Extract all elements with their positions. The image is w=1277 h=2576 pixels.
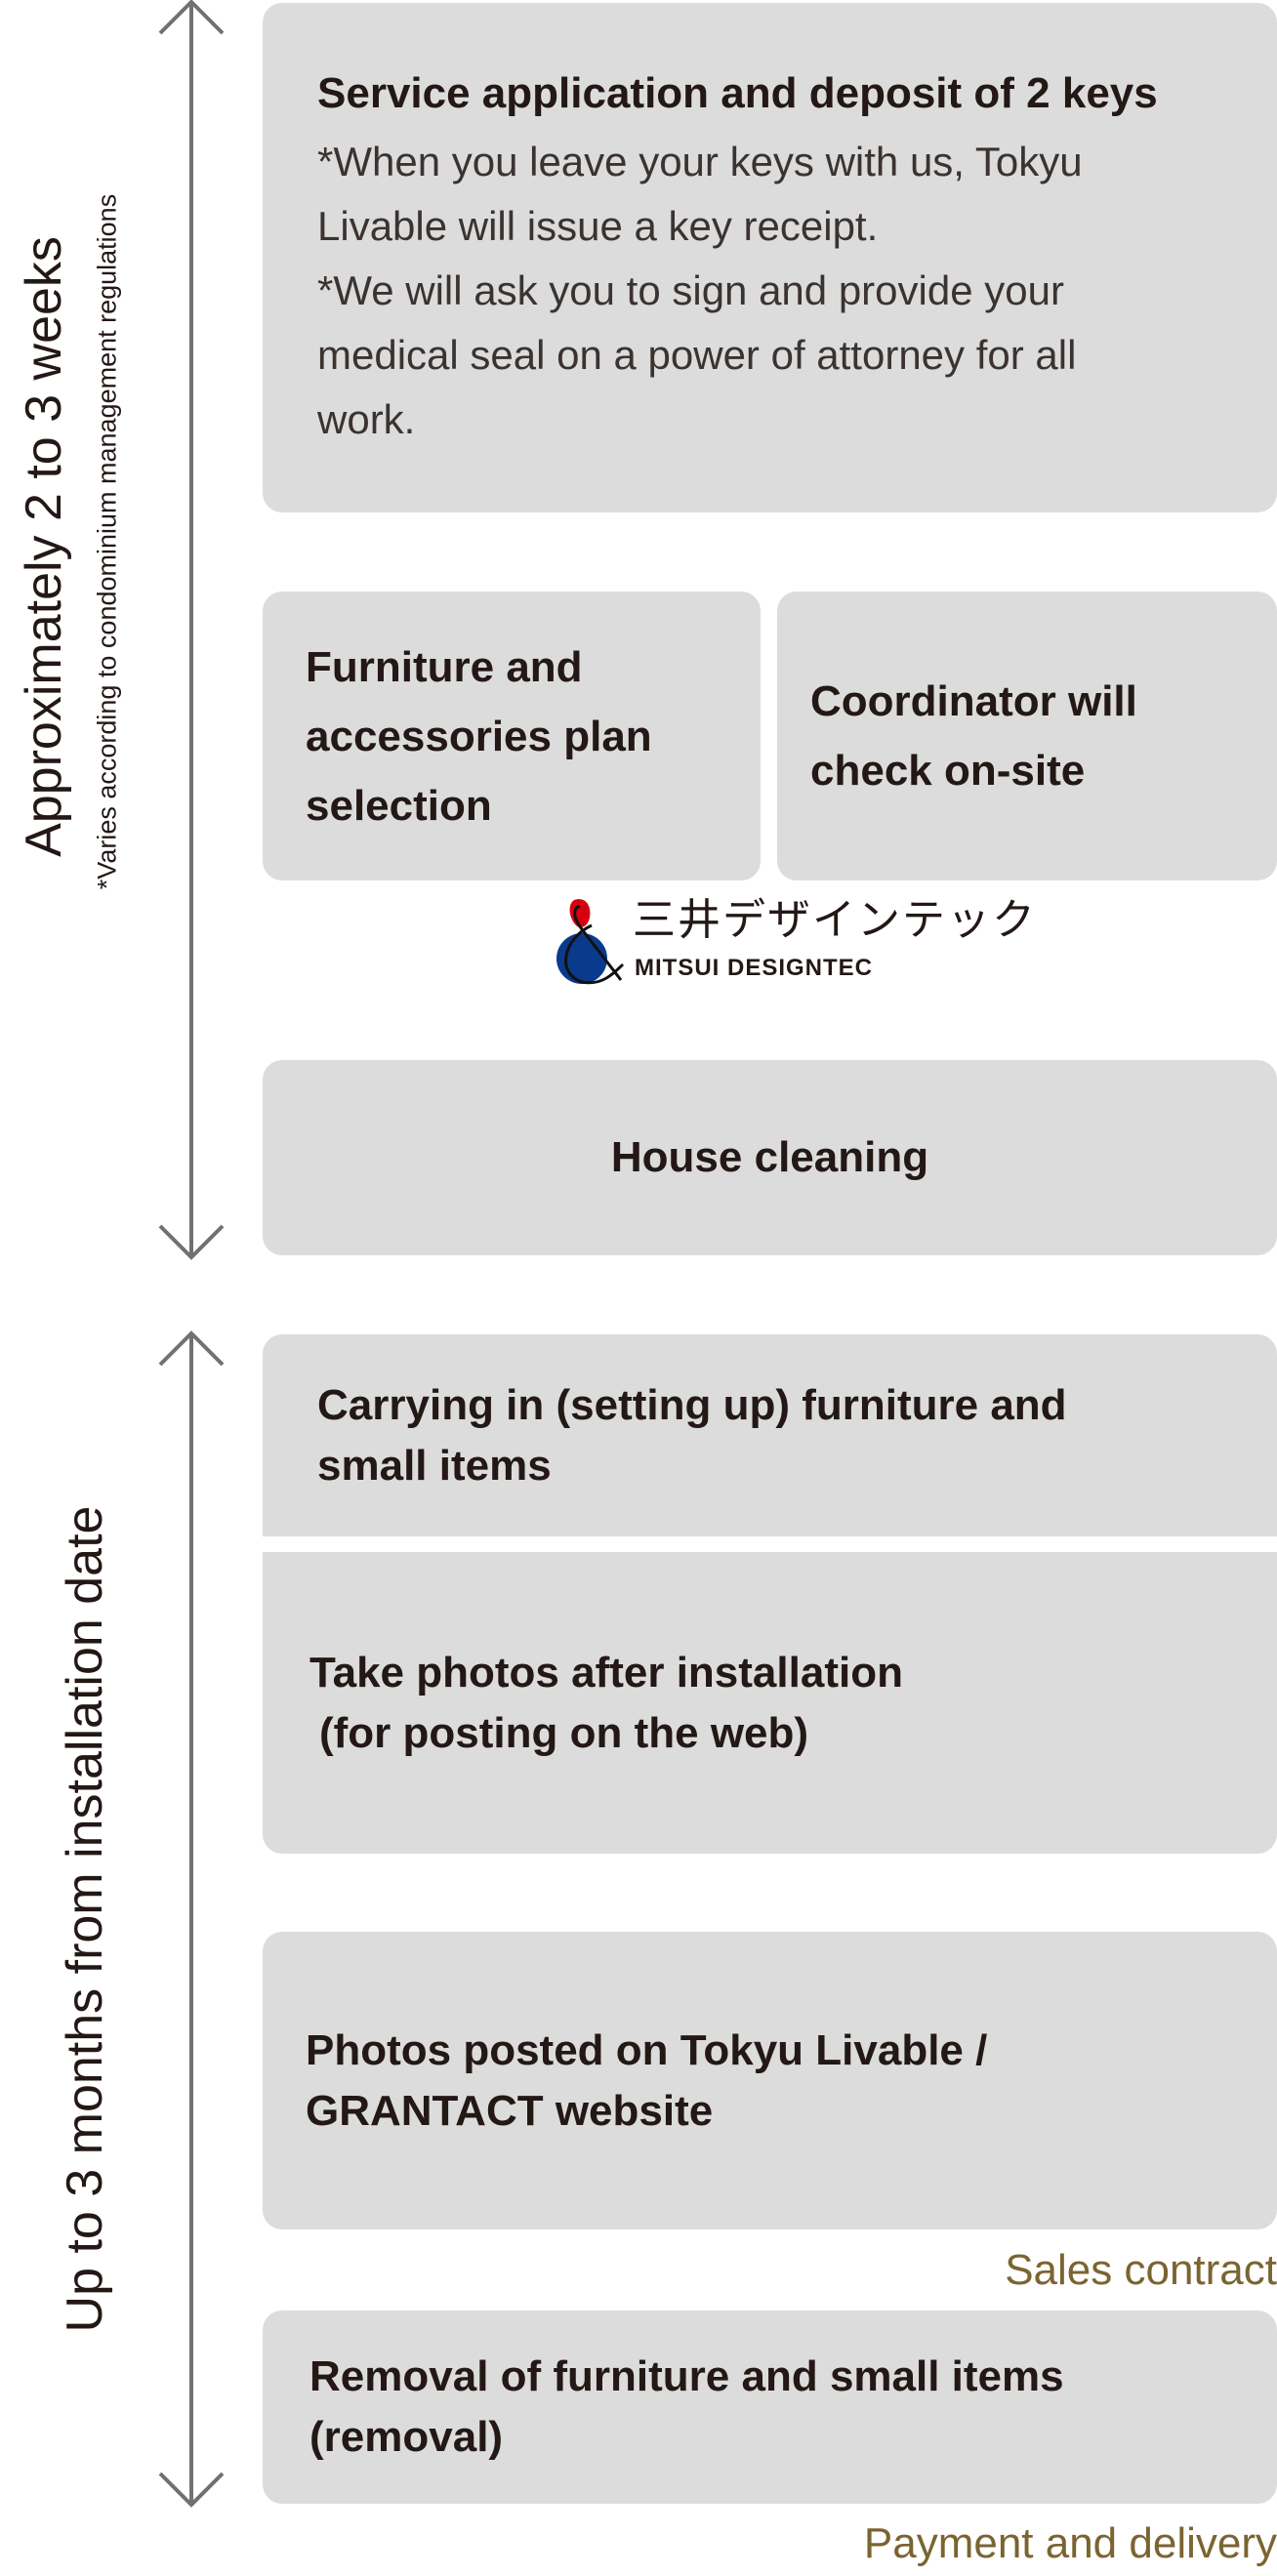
step-plan: Furniture and accessories plan selection: [263, 592, 761, 880]
step-plan-title: Furniture and accessories plan selection: [306, 642, 652, 830]
step-coordinator: Coordinator will check on-site: [777, 592, 1277, 880]
step-application-title: Service application and deposit of 2 key…: [317, 69, 1158, 117]
step-photos: Take photos after installation (for post…: [263, 1552, 1277, 1854]
step-cleaning-title: House cleaning: [610, 1133, 929, 1181]
step-application: Service application and deposit of 2 key…: [263, 3, 1277, 512]
step-website-title: Photos posted on Tokyu Livable / GRANTAC…: [306, 2025, 988, 2135]
phase2-label: Up to 3 months from installation date: [57, 1505, 114, 2333]
phase1-label: Approximately 2 to 3 weeks: [16, 236, 73, 857]
mitsui-designtec-mark-icon: [556, 899, 625, 985]
timeline-arrow-phase1: [158, 0, 225, 1260]
step-removal: Removal of furniture and small items (re…: [263, 2310, 1277, 2504]
step-carrying-title: Carrying in (setting up) furniture and s…: [317, 1380, 1067, 1490]
step-cleaning: House cleaning: [263, 1060, 1277, 1255]
step-carrying: Carrying in (setting up) furniture and s…: [263, 1334, 1277, 1536]
step-website: Photos posted on Tokyu Livable / GRANTAC…: [263, 1932, 1277, 2229]
milestone-sales-contract: Sales contract: [1005, 2246, 1277, 2294]
step-photos-subtitle: (for posting on the web): [319, 1708, 809, 1757]
mitsui-designtec-logo: 三井デザインテック MITSUI DESIGNTEC: [553, 896, 1035, 986]
step-removal-title: Removal of furniture and small items (re…: [309, 2352, 1064, 2461]
logo-en: MITSUI DESIGNTEC: [635, 955, 874, 981]
phase1-note: *Varies according to condominium managem…: [92, 193, 122, 890]
step-photos-title: Take photos after installation: [309, 1648, 903, 1697]
step-coordinator-title: Coordinator will check on-site: [810, 677, 1137, 795]
logo-jp: 三井デザインテック: [633, 896, 1037, 944]
milestone-payment: Payment and delivery: [863, 2519, 1277, 2567]
step-application-note: *We will ask you to sign and provide you…: [317, 267, 1077, 442]
step-application-note: *When you leave your keys with us, Tokyu…: [317, 139, 1083, 249]
timeline-arrow-phase2: [158, 1330, 225, 2508]
